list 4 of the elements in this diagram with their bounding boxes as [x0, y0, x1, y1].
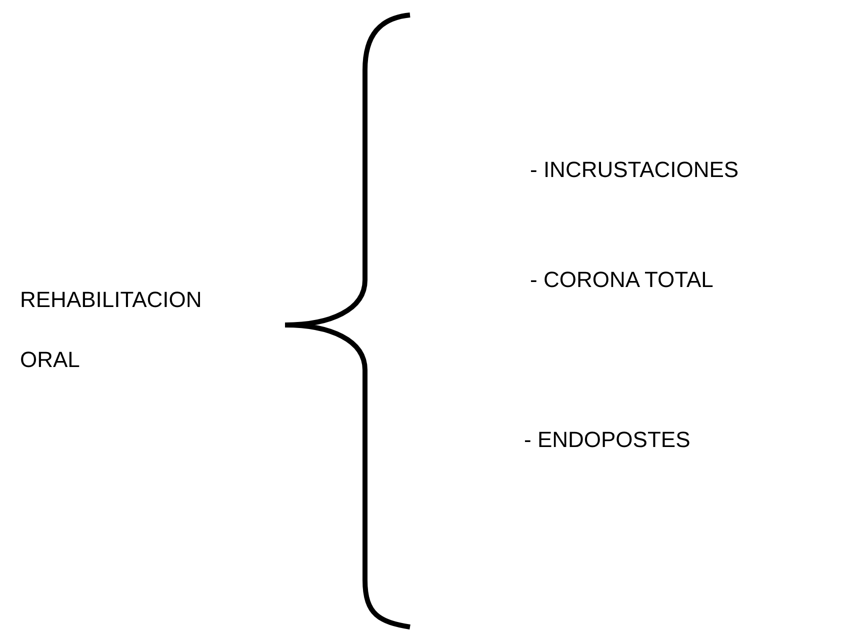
- list-item: - CORONA TOTAL: [530, 267, 714, 293]
- list-item: - ENDOPOSTES: [524, 427, 690, 453]
- list-item: - INCRUSTACIONES: [530, 157, 739, 183]
- topic-label: REHABILITACION ORAL: [20, 286, 203, 374]
